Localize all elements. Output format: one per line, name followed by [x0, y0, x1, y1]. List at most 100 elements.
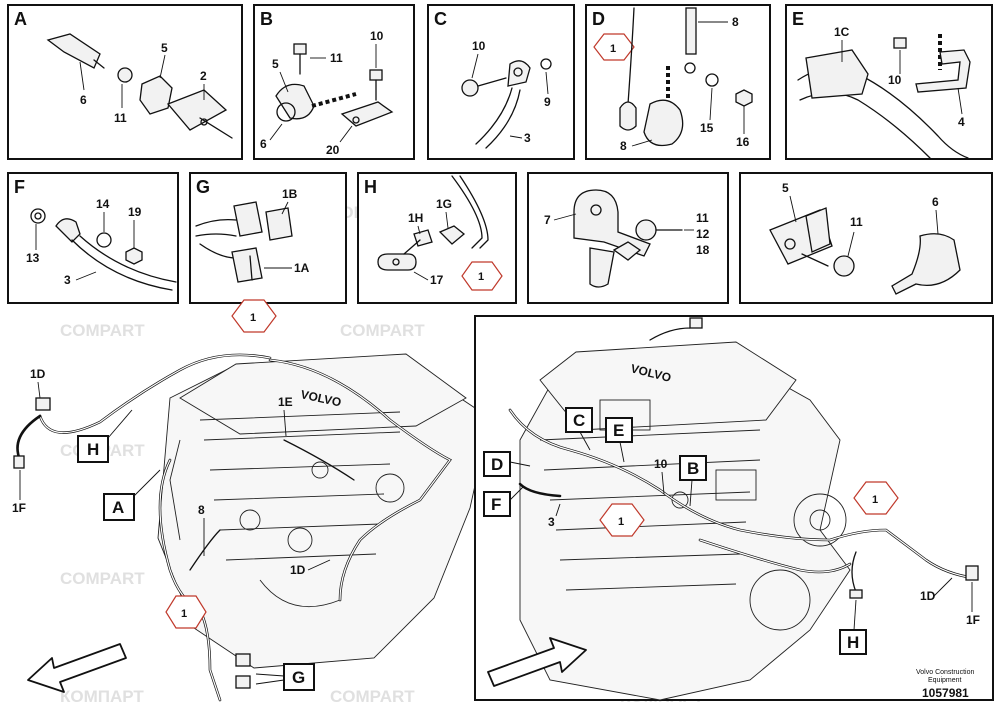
svg-text:5: 5 [272, 57, 279, 71]
right-callout-e: E [605, 417, 633, 463]
svg-text:11: 11 [114, 111, 127, 125]
svg-text:16: 16 [736, 135, 750, 149]
panel-h-parts [377, 175, 489, 271]
svg-text:12: 12 [696, 227, 710, 241]
right-callout-h: H [839, 599, 867, 655]
panel-d-parts [619, 7, 753, 147]
svg-text:7: 7 [544, 213, 551, 227]
panel-d: D 1 8 15 16 8 [585, 4, 771, 160]
left-engine-block: VOLVO [157, 353, 491, 669]
svg-text:5: 5 [782, 181, 789, 195]
svg-text:1D: 1D [920, 589, 936, 603]
svg-text:A: A [112, 498, 124, 517]
panel-g-parts [195, 201, 293, 283]
right-harness [508, 317, 979, 599]
svg-text:8: 8 [732, 15, 739, 29]
svg-text:G: G [292, 668, 305, 687]
panel-e: E 1C 10 4 [785, 4, 993, 160]
svg-text:9: 9 [544, 95, 551, 109]
svg-text:10: 10 [370, 29, 384, 43]
svg-text:8: 8 [620, 139, 627, 153]
svg-text:H: H [364, 177, 377, 197]
left-callout-g: G [255, 663, 315, 691]
right-direction-arrow [487, 637, 587, 687]
svg-text:1H: 1H [408, 211, 423, 225]
svg-text:10: 10 [888, 73, 902, 87]
panel-h: H 1 1H 1G 17 [357, 172, 517, 304]
svg-text:8: 8 [198, 503, 205, 517]
svg-text:1F: 1F [12, 501, 26, 515]
panel-b: B 11 10 5 6 20 [253, 4, 415, 160]
right-callout-b: B [679, 455, 707, 507]
right-ref-hex-right: 1 [853, 481, 899, 515]
panel-clip: 5 11 6 [739, 172, 993, 304]
svg-text:F: F [14, 177, 25, 197]
panel-c: C 10 9 3 [427, 4, 575, 160]
svg-text:20: 20 [326, 143, 340, 157]
svg-text:14: 14 [96, 197, 110, 211]
svg-text:1F: 1F [966, 613, 980, 627]
svg-text:Volvo Construction: Volvo Construction [916, 669, 974, 676]
svg-text:3: 3 [548, 515, 555, 529]
svg-text:19: 19 [128, 205, 142, 219]
svg-text:G: G [196, 177, 210, 197]
svg-text:10: 10 [654, 457, 668, 471]
svg-text:4: 4 [958, 115, 965, 129]
svg-text:15: 15 [700, 121, 714, 135]
left-callout-h: H [77, 409, 133, 463]
svg-text:1D: 1D [290, 563, 306, 577]
panel-b-parts [275, 43, 394, 127]
panel-e-parts [797, 34, 971, 159]
svg-text:17: 17 [430, 273, 444, 287]
svg-text:D: D [592, 9, 605, 29]
svg-text:E: E [792, 9, 804, 29]
svg-text:F: F [491, 495, 501, 514]
svg-text:1B: 1B [282, 187, 298, 201]
left-direction-arrow [27, 643, 127, 693]
footer-block: Volvo Construction Equipment 1057981 [916, 669, 974, 700]
svg-text:1E: 1E [278, 395, 293, 409]
right-callout-f: F [483, 485, 525, 517]
svg-text:A: A [14, 9, 27, 29]
svg-text:H: H [847, 633, 859, 652]
right-engine-block: VOLVO [519, 341, 851, 701]
svg-text:C: C [573, 411, 585, 430]
svg-text:13: 13 [26, 251, 40, 265]
svg-text:COMPART: COMPART [60, 321, 145, 340]
svg-text:2: 2 [200, 69, 207, 83]
svg-text:1: 1 [610, 43, 616, 55]
svg-text:5: 5 [161, 41, 168, 55]
panel-f: F 14 19 13 3 [7, 172, 179, 304]
svg-text:B: B [260, 9, 273, 29]
svg-text:6: 6 [260, 137, 267, 151]
svg-text:H: H [87, 440, 99, 459]
svg-text:3: 3 [524, 131, 531, 145]
svg-text:11: 11 [850, 215, 863, 229]
svg-text:B: B [687, 459, 699, 478]
svg-text:1: 1 [618, 516, 624, 528]
right-callout-c: C [565, 407, 593, 451]
svg-text:Equipment: Equipment [928, 677, 962, 684]
right-callout-d: D [483, 451, 531, 477]
svg-text:11: 11 [330, 51, 343, 65]
svg-text:1A: 1A [294, 261, 310, 275]
svg-text:1: 1 [250, 312, 256, 324]
right-ref-hex-center: 1 [599, 503, 645, 537]
left-ref-hex-bottom: 1 [165, 595, 207, 629]
svg-text:11: 11 [696, 211, 709, 225]
panel-bracket: 7 11 12 18 [527, 172, 729, 304]
svg-text:1: 1 [478, 271, 484, 283]
svg-text:1G: 1G [436, 197, 452, 211]
panel-a-parts [46, 33, 233, 139]
svg-text:COMPART: COMPART [330, 687, 415, 706]
svg-text:1: 1 [872, 494, 878, 506]
panel-bracket-parts [573, 189, 683, 288]
svg-text:10: 10 [472, 39, 486, 53]
svg-text:3: 3 [64, 273, 71, 287]
left-callout-a: A [103, 469, 161, 521]
svg-text:COMPART: COMPART [340, 321, 425, 340]
panel-c-parts [461, 58, 552, 149]
left-harness [13, 353, 452, 702]
right-engine-view: VOLVO 1 1 [474, 315, 994, 701]
